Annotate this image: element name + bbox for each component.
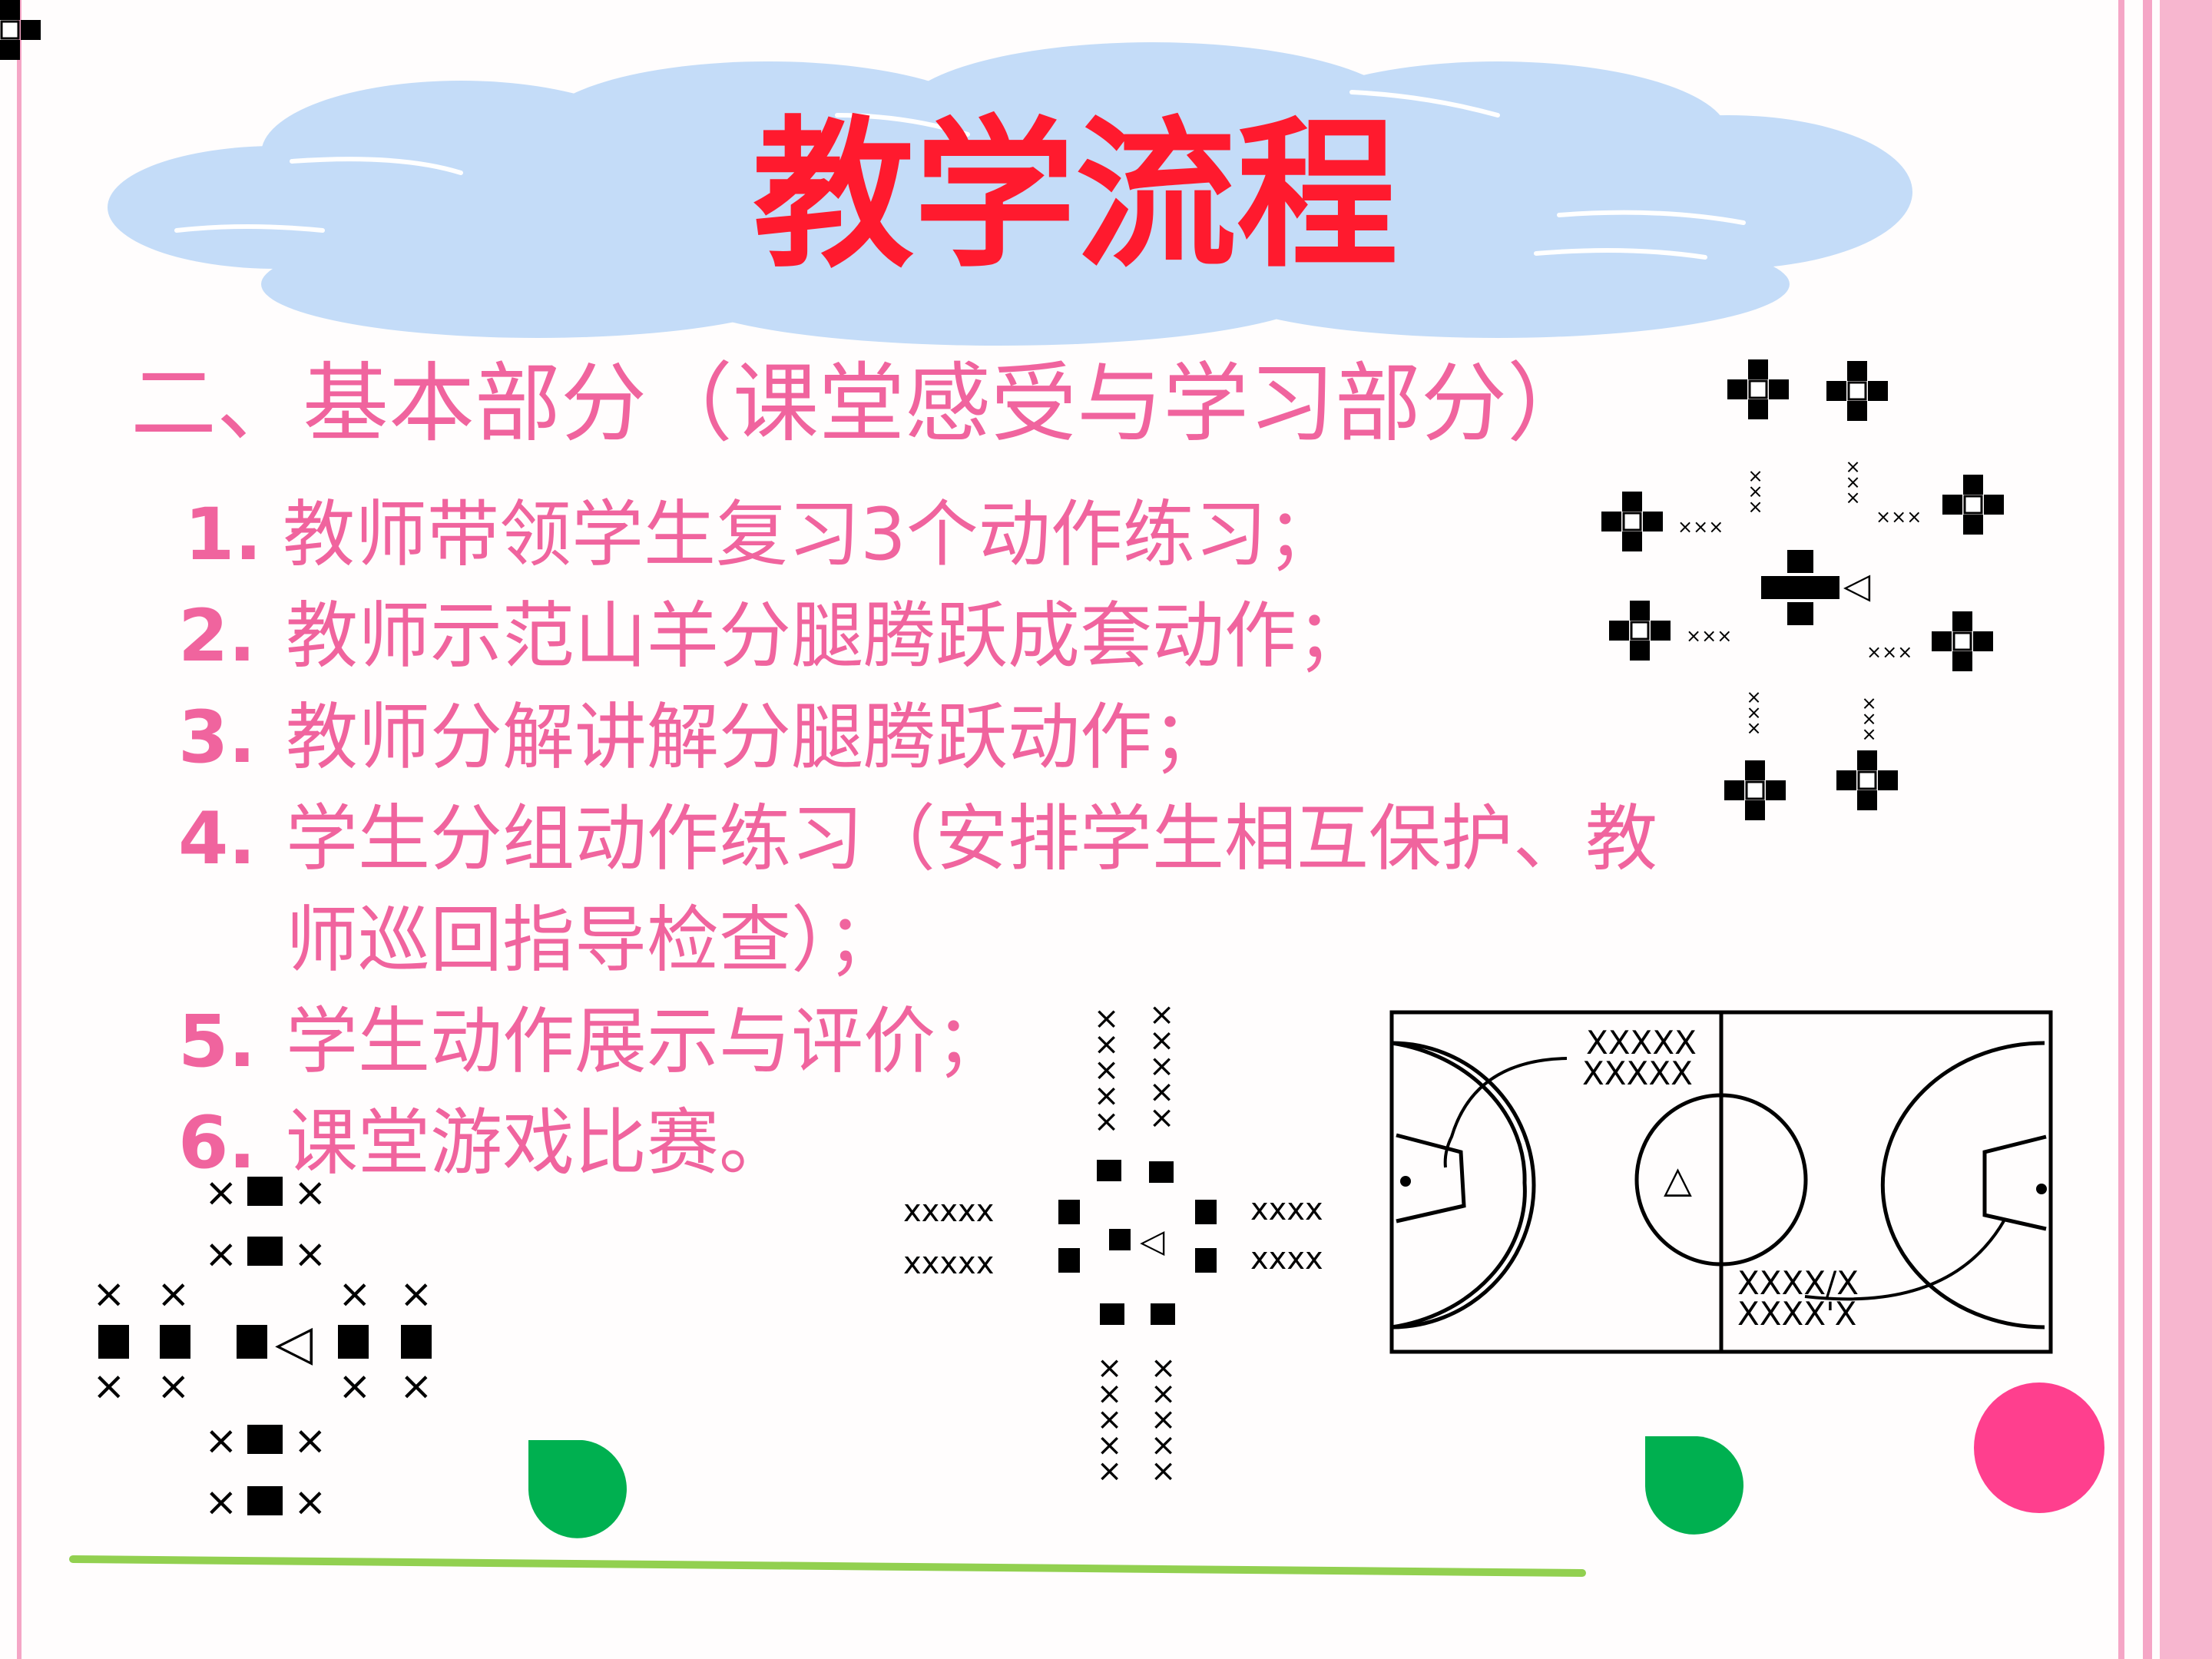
right-stripe-3 [2160, 0, 2212, 1659]
x-column: ××× [1859, 696, 1880, 742]
list-item-number: 3. [178, 696, 257, 780]
list-item-number: 4. [178, 797, 257, 881]
x-column: ××× [1743, 690, 1765, 736]
x-mark: × [92, 1271, 126, 1317]
list-item-number: 6. [178, 1101, 257, 1185]
formation-diagram-top-right [0, 0, 2005, 822]
x-row: xxxxx [903, 1246, 994, 1281]
x-row: XXXXX [1586, 1024, 1697, 1061]
x-mark: × [399, 1271, 433, 1317]
teacher-icon: ◁ [275, 1315, 313, 1372]
x-column: ××××× [1146, 1356, 1181, 1485]
x-row: xxxx [1250, 1241, 1323, 1277]
teacher-icon: ◁ [1843, 565, 1871, 606]
x-mark: × [204, 1231, 238, 1277]
x-column: ××× [1843, 459, 1864, 505]
formation-diagram-bottom-center [1058, 1160, 1217, 1325]
formation-diagram-bottom-left [98, 1177, 432, 1515]
x-row: ××× [1876, 506, 1922, 528]
list-item-number: 1. [184, 493, 263, 577]
x-mark: × [399, 1363, 433, 1409]
x-row: xxxx [1250, 1192, 1323, 1227]
list-item-text: 师巡回指导检查）； [286, 899, 900, 982]
list-item-text: 学生分组动作练习（安排学生相互保护、教 [286, 797, 1658, 881]
x-column: ××××× [1089, 1006, 1124, 1135]
x-mark: × [157, 1271, 190, 1317]
green-drop-left [528, 1440, 627, 1538]
pink-dot [1974, 1382, 2104, 1513]
list-item-text: 教师带领学生复习3个动作练习； [283, 493, 1339, 577]
teacher-icon: ◁ [1140, 1222, 1165, 1260]
list-item-number: 2. [178, 594, 257, 678]
right-stripe-1 [2118, 0, 2124, 1659]
x-row: ××× [1677, 516, 1724, 538]
x-row: ××× [1866, 641, 1912, 663]
x-mark: × [204, 1479, 238, 1525]
x-mark: × [293, 1418, 327, 1464]
court-diagram [1389, 1010, 2053, 1354]
x-column: ××××× [1144, 1002, 1180, 1131]
title-cloud [108, 42, 1912, 346]
list-item-text: 课堂游戏比赛。 [286, 1101, 792, 1185]
x-mark: × [338, 1363, 372, 1409]
page-title: 教学流程 [752, 101, 1398, 290]
x-column: ××× [1745, 469, 1767, 515]
x-mark: × [293, 1479, 327, 1525]
bottom-line [69, 1555, 1586, 1577]
list-item-text: 学生动作展示与评价； [286, 1000, 1008, 1084]
x-row: XXXX/X [1737, 1264, 1859, 1302]
x-mark: × [338, 1271, 372, 1317]
section-heading: 二、基本部分（课堂感受与学习部分） [131, 354, 1593, 454]
x-row: xxxxx [903, 1194, 994, 1229]
x-mark: × [92, 1363, 126, 1409]
list-item-text: 教师分解讲解分腿腾跃动作； [286, 696, 1225, 780]
x-row: XXXXX [1582, 1055, 1693, 1092]
x-mark: × [293, 1170, 327, 1216]
left-stripe [17, 0, 22, 1659]
right-stripe-2 [2143, 0, 2152, 1659]
x-mark: × [204, 1170, 238, 1216]
list-item-number: 5. [178, 1000, 257, 1084]
x-column: ××××× [1092, 1356, 1128, 1485]
teacher-icon: △ [1664, 1158, 1692, 1201]
x-mark: × [204, 1418, 238, 1464]
x-row: XXXX'X [1737, 1295, 1856, 1333]
x-mark: × [293, 1231, 327, 1277]
x-mark: × [157, 1363, 190, 1409]
x-row: ××× [1686, 625, 1732, 647]
green-drop-right [1645, 1436, 1743, 1535]
list-item-text: 教师示范山羊分腿腾跃成套动作； [286, 594, 1369, 678]
